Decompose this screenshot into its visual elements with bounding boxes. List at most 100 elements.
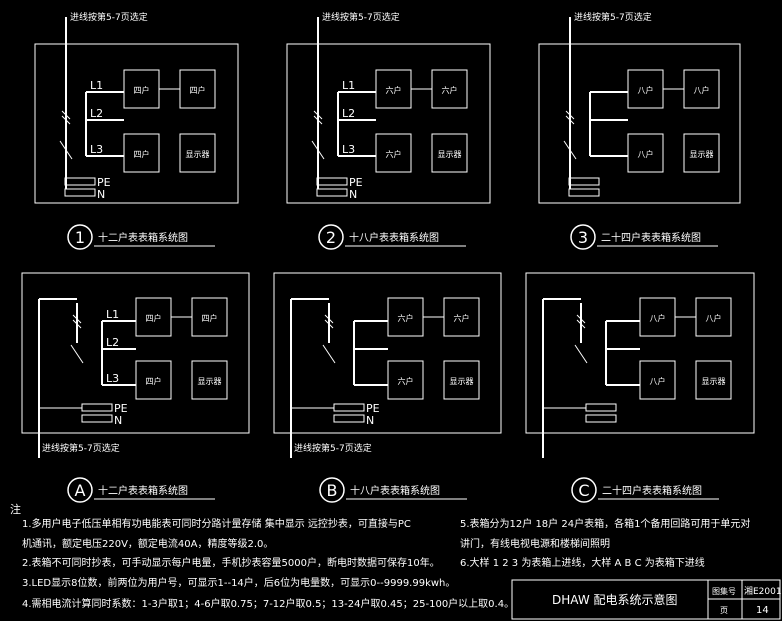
note-5a: 5.表箱分为12户 18户 24户表箱，各箱1个备用回路可用于单元对 [460,517,750,530]
meter-label: 八户 [694,85,710,95]
breaker-blade [563,140,577,160]
enclosure [34,43,239,204]
marker-circle [67,477,93,503]
pe-bar [333,403,365,412]
n-bar [568,188,600,197]
meter-label: 六户 [398,313,414,323]
marker-circle [571,477,597,503]
n-label: N [114,414,122,427]
atlas-number: 湘E2001X [744,585,782,597]
n-bar [64,188,96,197]
pe-bar [81,403,113,412]
switch-tick-2 [61,115,71,125]
breaker-blade [322,344,336,364]
switch-tick-1 [565,110,575,120]
marker-circle [67,224,93,250]
marker-label: 1 [75,228,85,247]
enclosure [21,272,250,434]
display-label: 显示器 [438,150,462,159]
display-label: 显示器 [198,377,222,386]
enclosure [273,272,502,434]
meter-label: 六户 [398,376,414,386]
panel-caption: 二十四户表表箱系统图 [601,231,701,244]
n-label: N [366,414,374,427]
phase-label: L3 [90,143,103,156]
meter-label: 四户 [146,313,162,323]
feeder-note: 进线按第5-7页选定 [42,442,120,454]
display-label: 显示器 [702,377,726,386]
switch-tick-2 [72,319,82,329]
phase-label: L3 [106,372,119,385]
meter-label: 六户 [386,85,402,95]
note-5b: 讲门，有线电视电源和楼梯间照明 [460,537,610,550]
pe-label: PE [97,176,111,189]
switch-tick-2 [313,115,323,125]
meter-label: 四户 [134,85,150,95]
pe-bar [64,177,96,186]
pe-bar [568,177,600,186]
meter-label: 六户 [386,149,402,159]
marker-label: 2 [326,228,336,247]
feeder-note: 进线按第5-7页选定 [574,11,652,23]
marker-label: B [327,481,338,500]
notes-section: 注 1.多用户电子低压单相有功电能表可同时分路计量存储 集中显示 远控抄表，可直… [10,502,750,610]
title-block-title: DHAW 配电系统示意图 [552,592,678,607]
page-label: 页 [720,606,728,615]
meter-label: 四户 [134,149,150,159]
display-label: 显示器 [186,150,210,159]
display-label: 显示器 [690,150,714,159]
phase-label: L2 [342,107,355,120]
panel-caption: 十八户表表箱系统图 [349,231,439,244]
meter-label: 八户 [706,313,722,323]
pe-label: PE [366,402,380,415]
note-3: 3.LED显示8位数，前两位为用户号，可显示1--14户，后6位为电量数，可显示… [22,576,455,589]
title-block [511,579,781,620]
n-bar [585,414,617,423]
switch-tick-1 [313,110,323,120]
meter-label: 八户 [650,313,666,323]
display-box [683,133,720,173]
feeder-note: 进线按第5-7页选定 [322,11,400,23]
enclosure [538,43,741,204]
marker-label: 3 [578,228,588,247]
note-2: 2.表箱不可同时抄表，可手动显示每户电量，手机抄表容量5000户，断电时数据可保… [22,556,440,569]
n-label: N [97,188,105,201]
note-1b: 机通讯，额定电压220V，额定电流40A，精度等级2.0。 [22,537,273,550]
note-6: 6.大样 1 2 3 为表箱上进线，大样 A B C 为表箱下进线 [460,556,705,569]
pe-label: PE [349,176,363,189]
meter-label: 八户 [638,85,654,95]
breaker-blade [574,344,588,364]
n-bar [333,414,365,423]
breaker-blade [59,140,73,160]
switch-tick-1 [61,110,71,120]
meter-label: 六户 [442,85,458,95]
n-bar [81,414,113,423]
pe-bar [316,177,348,186]
phase-label: L1 [90,79,103,92]
atlas-label: 图集号 [712,586,736,596]
panel-caption: 二十四户表表箱系统图 [602,484,702,497]
phase-label: L1 [342,79,355,92]
panel-caption: 十八户表表箱系统图 [350,484,440,497]
note-4: 4.需相电流计算同时系数：1-3户取1；4-6户取0.75；7-12户取0.5；… [22,597,514,610]
panel-caption: 十二户表表箱系统图 [98,231,188,244]
meter-label: 四户 [190,85,206,95]
meter-label: 六户 [454,313,470,323]
page-number: 14 [756,605,769,616]
phase-label: L2 [90,107,103,120]
meter-label: 四户 [146,376,162,386]
panel-caption: 十二户表表箱系统图 [98,484,188,497]
switch-tick-2 [324,319,334,329]
meter-label: 四户 [202,313,218,323]
breaker-blade [311,140,325,160]
switch-tick-1 [72,314,82,324]
marker-circle [318,224,344,250]
pe-bar [585,403,617,412]
marker-circle [570,224,596,250]
